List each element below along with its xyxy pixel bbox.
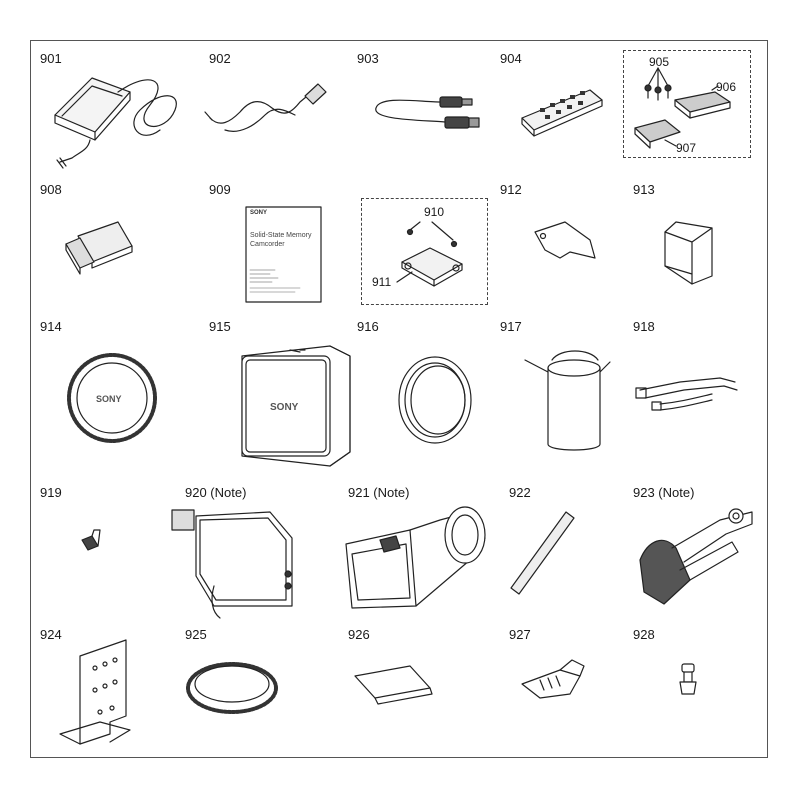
manual-title-1: Solid-State Memory [250,232,312,239]
adaptor-ring-icon [398,356,472,444]
label-918: 918 [633,319,655,334]
label-923: 923 (Note) [633,485,695,500]
label-904: 904 [500,51,522,66]
label-925: 925 [185,627,207,642]
label-920: 920 (Note) [185,485,247,500]
lens-hood-icon: SONY [241,345,351,467]
label-924: 924 [40,627,62,642]
label-913: 913 [633,182,655,197]
label-902: 902 [209,51,231,66]
remote-commander-icon [521,89,603,137]
operating-instructions-icon: SONY Solid-State Memory Camcorder [245,206,322,303]
label-922: 922 [509,485,531,500]
cap-disc-icon [186,662,278,714]
lcd-viewfinder-icon [345,506,486,609]
label-915: 915 [209,319,231,334]
ac-adaptor-icon [54,77,177,169]
lens-pouch-icon [524,350,611,451]
lcd-monitor-icon [171,509,293,619]
label-912: 912 [500,182,522,197]
rod-icon [510,511,575,595]
label-914: 914 [40,319,62,334]
mounting-bracket-icon [59,639,131,745]
lens-hood-logo: SONY [270,402,299,413]
label-928: 928 [633,627,655,642]
diagram-frame [30,40,768,758]
manual-brand: SONY [250,210,267,216]
body-cap-icon: SONY [67,353,157,443]
label-927: 927 [509,627,531,642]
group-box-905-907 [623,50,751,158]
protective-cap-icon [664,221,713,285]
label-908: 908 [40,182,62,197]
cleaning-cloth-icon [354,665,433,705]
wireless-adaptor-icon [65,221,133,275]
body-cap-logo: SONY [96,394,122,404]
cover-and-screws-icon [396,221,463,287]
label-910: 910 [424,205,445,219]
label-921: 921 (Note) [348,485,410,500]
label-901: 901 [40,51,62,66]
screws-and-plates-icon [634,67,731,149]
label-909: 909 [209,182,231,197]
label-911: 911 [372,275,392,289]
small-pin-icon [81,529,101,551]
manual-title-2: Camcorder [250,241,285,248]
label-916: 916 [357,319,379,334]
label-906: 906 [716,80,737,94]
label-903: 903 [357,51,379,66]
card-plate-icon [534,221,596,259]
handle-grip-icon [639,508,753,605]
usb-cable-icon [375,96,480,129]
power-cord-icon [204,83,327,132]
label-919: 919 [40,485,62,500]
shoulder-strap-icon [635,377,738,411]
screw-pin-icon [679,663,697,695]
label-907: 907 [676,141,697,155]
label-905: 905 [649,55,670,69]
shoe-adaptor-icon [521,659,585,699]
label-926: 926 [348,627,370,642]
label-917: 917 [500,319,522,334]
group-box-910-911 [361,198,488,305]
